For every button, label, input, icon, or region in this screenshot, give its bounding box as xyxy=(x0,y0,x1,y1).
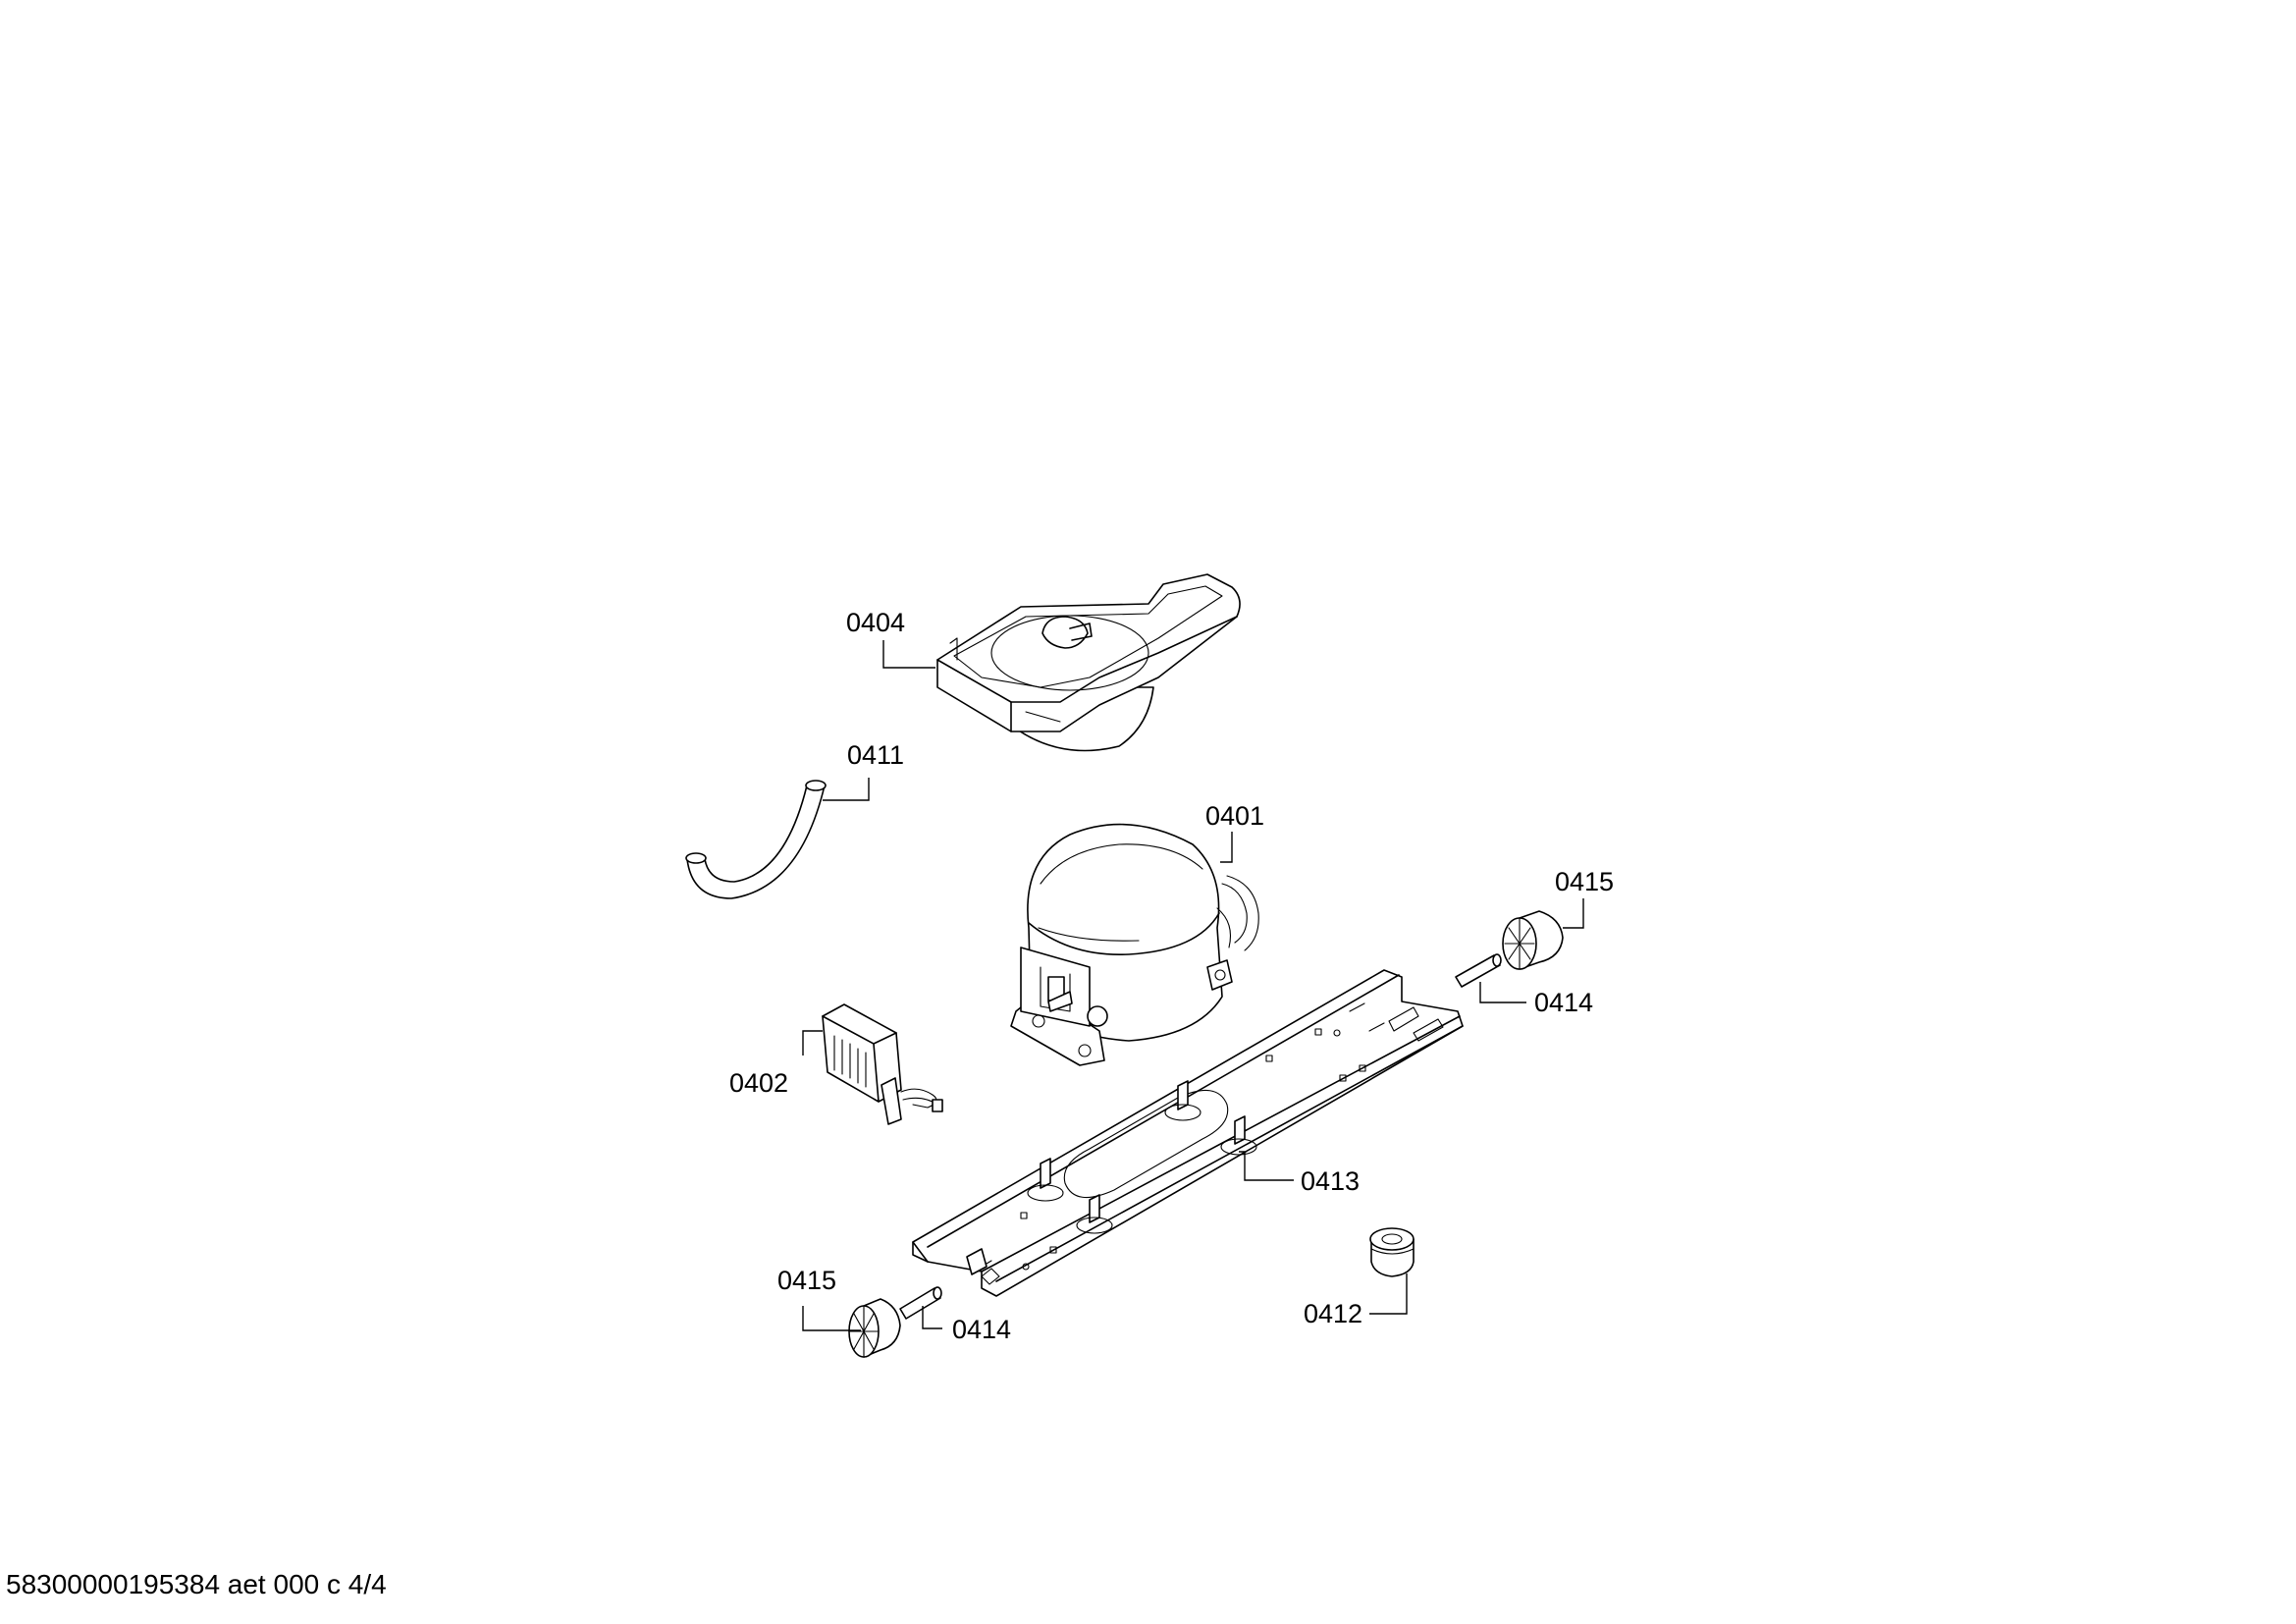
part-0414-pin-upper xyxy=(1455,953,1502,988)
callout-0412: 0412 xyxy=(1304,1299,1362,1328)
leader-0415-upper xyxy=(1563,898,1584,929)
callout-0401: 0401 xyxy=(1205,801,1264,831)
part-0402-module xyxy=(822,1003,943,1125)
leader-0412 xyxy=(1369,1273,1408,1315)
callout-0411: 0411 xyxy=(847,740,904,770)
callout-0404: 0404 xyxy=(846,608,905,637)
callout-0413: 0413 xyxy=(1301,1166,1360,1196)
leader-0411 xyxy=(823,778,870,801)
callout-0415-lower: 0415 xyxy=(777,1266,836,1295)
part-0401-compressor xyxy=(1010,823,1259,1066)
leader-0415-lower xyxy=(802,1306,861,1331)
part-0413-base-rail xyxy=(912,969,1464,1297)
leader-0401 xyxy=(1220,832,1233,863)
document-reference: 58300000195384 aet 000 c 4/4 xyxy=(6,1569,387,1599)
part-0412-grommet xyxy=(1369,1227,1415,1277)
callout-0414-upper: 0414 xyxy=(1534,988,1593,1017)
leader-0414-lower xyxy=(922,1306,942,1329)
part-0411-hose xyxy=(685,780,827,899)
callout-0402: 0402 xyxy=(729,1068,788,1098)
callout-0415-upper: 0415 xyxy=(1555,867,1614,896)
part-0415-foot-upper xyxy=(1502,910,1564,970)
part-0404-drip-tray xyxy=(936,573,1241,752)
leader-0414-upper xyxy=(1479,982,1526,1003)
part-0414-pin-lower xyxy=(899,1286,942,1320)
callout-0414-lower: 0414 xyxy=(952,1315,1011,1344)
part-0415-foot-lower xyxy=(848,1298,901,1358)
leader-0413 xyxy=(1239,1151,1294,1181)
leader-0404 xyxy=(882,640,935,669)
leader-0402 xyxy=(802,1030,823,1056)
